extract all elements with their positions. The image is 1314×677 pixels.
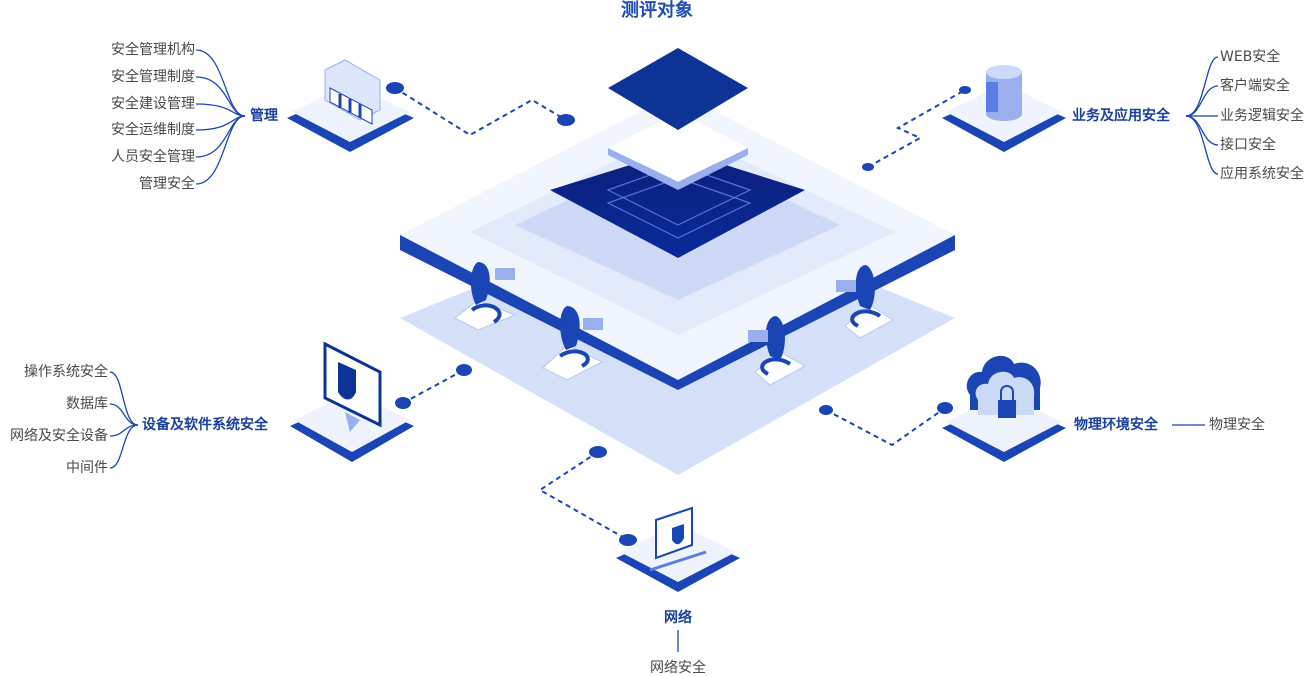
management-connectors — [195, 49, 246, 185]
management-item: 管理安全 — [139, 176, 195, 192]
network-label: 网络 — [664, 610, 692, 626]
business-item: 业务逻辑安全 — [1220, 108, 1304, 124]
diagram-title: 测评对象 — [621, 0, 693, 21]
management-item: 安全管理制度 — [111, 69, 195, 85]
person-icon — [836, 265, 894, 339]
person-icon — [748, 316, 807, 386]
person-figures — [454, 262, 894, 386]
folder-icon — [324, 59, 381, 125]
business-node — [942, 65, 1066, 152]
management-item: 安全运维制度 — [111, 122, 195, 138]
physical-node — [942, 355, 1066, 462]
business-item: 接口安全 — [1220, 137, 1276, 153]
management-node — [287, 59, 414, 152]
management-item: 人员安全管理 — [111, 149, 195, 165]
devices-item: 网络及安全设备 — [10, 428, 108, 444]
management-item: 安全管理机构 — [111, 42, 195, 58]
person-icon — [454, 262, 517, 331]
devices-label: 设备及软件系统安全 — [142, 417, 268, 433]
devices-node — [290, 341, 414, 462]
cloud-lock-icon — [966, 355, 1041, 418]
business-item: 应用系统安全 — [1220, 166, 1304, 182]
devices-item: 操作系统安全 — [24, 364, 108, 380]
link-dots — [386, 82, 971, 546]
binary-shield-icon — [649, 506, 707, 572]
monitor-shield-icon — [323, 341, 382, 432]
physical-item: 物理安全 — [1209, 417, 1265, 433]
business-label: 业务及应用安全 — [1072, 108, 1170, 124]
network-node — [616, 506, 740, 592]
dashed-links — [394, 87, 966, 541]
central-platform — [400, 48, 955, 475]
business-item: WEB安全 — [1220, 49, 1281, 65]
management-label: 管理 — [250, 108, 278, 124]
network-item: 网络安全 — [650, 660, 706, 676]
devices-item: 中间件 — [66, 460, 108, 476]
devices-connectors — [109, 371, 139, 469]
business-connectors — [1185, 56, 1219, 175]
physical-label: 物理环境安全 — [1074, 417, 1158, 433]
business-item: 客户端安全 — [1220, 78, 1290, 94]
devices-item: 数据库 — [66, 396, 108, 412]
management-item: 安全建设管理 — [111, 96, 195, 112]
database-icon — [986, 65, 1022, 121]
person-icon — [542, 306, 604, 381]
